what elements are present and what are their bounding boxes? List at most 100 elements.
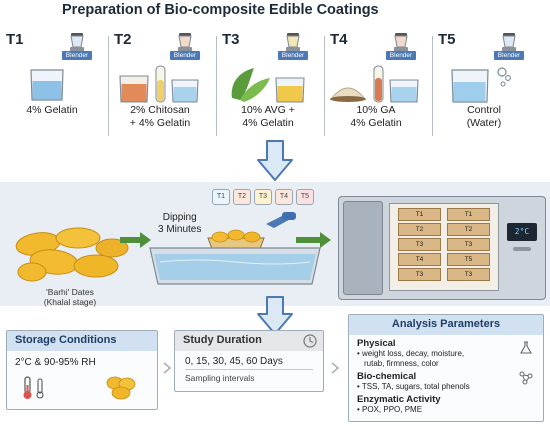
divider (324, 36, 325, 136)
treatment-t4: T4 Blender 10% GA 4% Gelatin (326, 28, 426, 176)
dipping-label: Dipping 3 Minutes (158, 212, 201, 236)
flask-icon (520, 341, 532, 354)
blender-icon: Blender (62, 32, 92, 60)
aloe-leaf-icon (231, 68, 305, 103)
treatment-t1: T1 Blender 4% Gelatin (2, 28, 102, 176)
chamber-box: T1 (447, 208, 490, 221)
storage-chamber: T1 T1 T2 T2 T3 T3 T4 T5 T3 T3 2°C (338, 196, 546, 300)
blender-label: Blender (62, 51, 92, 60)
treatment-t4-line2: 4% Gelatin (350, 117, 402, 129)
powder-and-beakers-icon (330, 65, 419, 103)
study-duration-box: Study Duration 0, 15, 30, 45, 60 Days Sa… (174, 330, 324, 392)
treatment-t5-line1: Control (467, 104, 501, 116)
analysis-section-item: • POX, PPO, PME (357, 405, 423, 414)
treatment-t4-line1: 10% GA (356, 104, 396, 116)
analysis-parameters-title: Analysis Parameters (349, 315, 543, 335)
right-arrow-icon (120, 232, 151, 248)
dip-tag: T1 (212, 189, 230, 205)
treatment-t5-desc: Control (Water) (434, 104, 534, 130)
blender-icon: Blender (386, 32, 416, 60)
chevron-right-icon (331, 362, 340, 374)
study-duration-title: Study Duration (175, 331, 323, 351)
analysis-section-heading: Physical (357, 338, 396, 349)
dip-tag: T4 (275, 189, 293, 205)
analysis-section-heading: Enzymatic Activity (357, 394, 441, 405)
beakers-icon (119, 65, 199, 103)
divider (432, 36, 433, 136)
analysis-section-item: • TSS, TA, sugars, total phenols (357, 382, 470, 391)
chamber-box: T3 (398, 238, 441, 251)
analysis-parameters-body: Physical • weight loss, decay, moisture,… (349, 335, 543, 417)
divider (108, 36, 109, 136)
treatment-t5: T5 Blender Control (Water) (434, 28, 534, 176)
treatment-t2-label: T2 (114, 31, 132, 48)
treatment-t2-line1: 2% Chitosan (130, 104, 190, 116)
treatment-t3-label: T3 (222, 31, 240, 48)
treatment-t1-line1: 4% Gelatin (26, 104, 78, 116)
chevron-right-icon (163, 362, 172, 374)
treatment-t5-line2: (Water) (466, 117, 502, 129)
analysis-section-item: rutab, firmness, color (364, 359, 439, 368)
clock-icon (303, 334, 317, 348)
chamber-box: T3 (398, 268, 441, 281)
treatment-t3-desc: 10% AVG + 4% Gelatin (218, 104, 318, 130)
treatment-t3-line1: 10% AVG + (241, 104, 295, 116)
down-arrow-icon (257, 296, 293, 335)
study-duration-note: Sampling intervals (185, 373, 255, 383)
treatment-t4-label: T4 (330, 31, 348, 48)
treatment-t5-label: T5 (438, 31, 456, 48)
water-beaker-icon (451, 67, 511, 103)
dates-fruit-icon (15, 227, 129, 282)
blender-label: Blender (386, 51, 416, 60)
study-duration-days: 0, 15, 30, 45, 60 Days (185, 356, 283, 367)
thermometer-icon (23, 376, 44, 399)
analysis-section-heading: Bio-chemical (357, 371, 417, 382)
dates-caption-line2: (Khalal stage) (43, 297, 97, 307)
dipping-time: 3 Minutes (158, 224, 202, 235)
down-arrow-icon (257, 140, 293, 181)
treatment-t2-line2: + 4% Gelatin (129, 117, 191, 129)
treatment-t4-desc: 10% GA 4% Gelatin (326, 104, 426, 130)
blender-icon: Blender (170, 32, 200, 60)
chamber-box: T3 (447, 268, 490, 281)
dip-tag: T2 (233, 189, 251, 205)
blender-label: Blender (278, 51, 308, 60)
blender-label: Blender (494, 51, 524, 60)
dip-tag-row: T1 T2 T3 T4 T5 (212, 189, 314, 205)
blender-icon: Blender (278, 32, 308, 60)
divider (185, 369, 313, 370)
divider (216, 36, 217, 136)
analysis-section-item: • weight loss, decay, moisture, (357, 349, 465, 358)
dip-tag: T3 (254, 189, 272, 205)
dates-caption: 'Barhi' Dates (Khalal stage) (30, 287, 110, 307)
chamber-box: T5 (447, 253, 490, 266)
chamber-box: T2 (447, 223, 490, 236)
page-title: Preparation of Bio-composite Edible Coat… (62, 2, 379, 18)
dipping-tray-icon (149, 212, 321, 285)
chamber-box: T3 (447, 238, 490, 251)
chamber-box: T4 (398, 253, 441, 266)
chamber-door (343, 201, 383, 295)
storage-conditions-value: 2°C & 90-95% RH (15, 357, 96, 368)
beaker-icon (30, 69, 64, 101)
blender-label: Blender (170, 51, 200, 60)
dates-caption-line1: 'Barhi' Dates (46, 287, 94, 297)
dates-icon (106, 376, 136, 400)
treatment-t2-desc: 2% Chitosan + 4% Gelatin (110, 104, 210, 130)
treatment-t1-desc: 4% Gelatin (2, 104, 102, 117)
control-knob (513, 247, 531, 251)
molecule-icon (519, 371, 533, 385)
chamber-interior: T1 T1 T2 T2 T3 T3 T4 T5 T3 T3 (389, 203, 499, 291)
chamber-box: T2 (398, 223, 441, 236)
analysis-parameters-box: Analysis Parameters Physical • weight lo… (348, 314, 544, 422)
chamber-rack: T1 T1 T2 T2 T3 T3 T4 T5 T3 T3 (390, 204, 498, 285)
chamber-box: T1 (398, 208, 441, 221)
treatment-t1-label: T1 (6, 31, 24, 48)
treatment-t2: T2 Blender 2% Chitosan + 4% Gelatin (110, 28, 210, 176)
storage-conditions-title: Storage Conditions (7, 331, 157, 351)
treatment-t3: T3 Blender 10% AVG + 4% Gelatin (218, 28, 318, 176)
right-arrow-icon (296, 232, 331, 248)
dip-tag: T5 (296, 189, 314, 205)
storage-conditions-box: Storage Conditions 2°C & 90-95% RH (6, 330, 158, 410)
temperature-display: 2°C (507, 223, 537, 241)
